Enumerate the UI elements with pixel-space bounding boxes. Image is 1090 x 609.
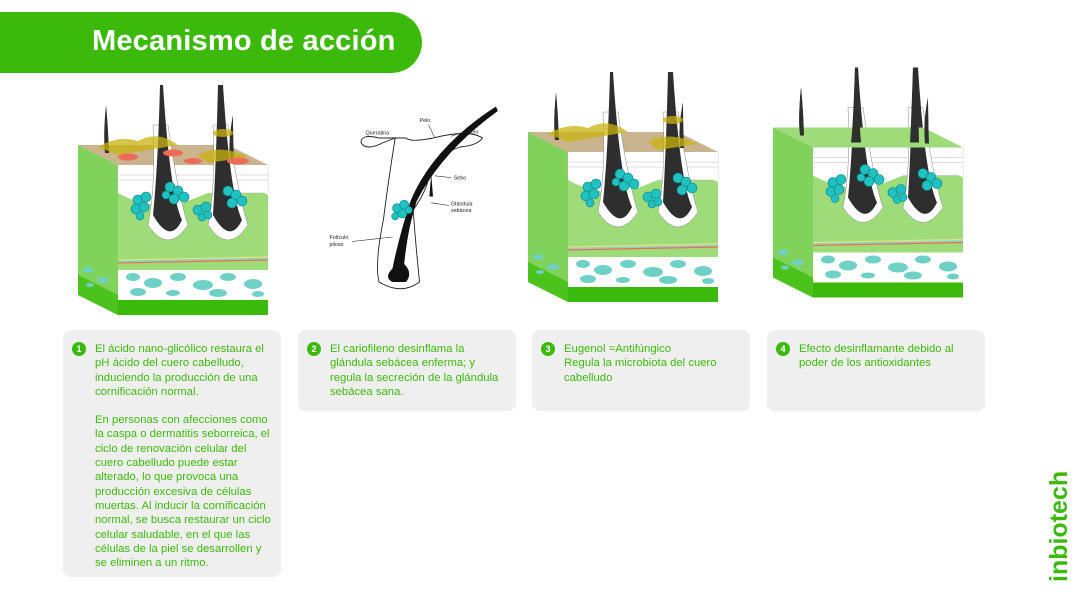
step-text: En personas con afecciones como la caspa… bbox=[95, 414, 271, 570]
label-glandula-2: sebácea bbox=[451, 208, 471, 214]
step-text: Efecto desinflamante debido al poder de … bbox=[799, 343, 954, 370]
step-number-badge: 2 bbox=[307, 342, 321, 356]
step-card-4: 4 Efecto desinflamante debido al poder d… bbox=[767, 330, 985, 411]
sebum-patches bbox=[98, 129, 248, 163]
hair-follicle-diagram: Queratina Pelo Poro Sebo Glándula sebáce… bbox=[330, 106, 498, 290]
step-text: El cariofileno desinflama la glándula se… bbox=[330, 343, 499, 398]
label-poro: Poro bbox=[467, 130, 478, 136]
step-number-badge: 4 bbox=[776, 342, 790, 356]
label-foliculo-2: piloso bbox=[330, 242, 344, 248]
step-text: Regula la microbiota del cuero cabelludo bbox=[564, 357, 717, 384]
inflammation-spots bbox=[118, 149, 249, 165]
step-card-2: 2 El cariofileno desinflama la glándula … bbox=[298, 330, 516, 411]
brand-logo: inbiotech bbox=[1045, 470, 1073, 582]
step-number-badge: 3 bbox=[541, 342, 555, 356]
step-text: Eugenol =Antifúngico bbox=[564, 343, 672, 355]
page-title: Mecanismo de acción bbox=[92, 25, 396, 57]
title-banner: Mecanismo de acción bbox=[0, 12, 422, 73]
label-pelo: Pelo bbox=[420, 118, 431, 124]
step-card-1: 1 El ácido nano-glicólico restaura el pH… bbox=[63, 330, 281, 577]
scalp-illustration-fungal bbox=[528, 72, 719, 303]
label-foliculo-1: Folículo bbox=[330, 235, 349, 241]
step-text: El ácido nano-glicólico restaura el pH á… bbox=[95, 343, 264, 398]
step-number-badge: 1 bbox=[72, 342, 86, 356]
sebum-patches bbox=[548, 116, 698, 150]
scalp-illustration-affected bbox=[78, 85, 269, 316]
scalp-illustration-healthy bbox=[773, 66, 964, 299]
label-queratina: Queratina bbox=[366, 130, 390, 136]
label-sebo: Sebo bbox=[454, 175, 467, 181]
label-glandula-1: Glándula bbox=[451, 202, 473, 208]
